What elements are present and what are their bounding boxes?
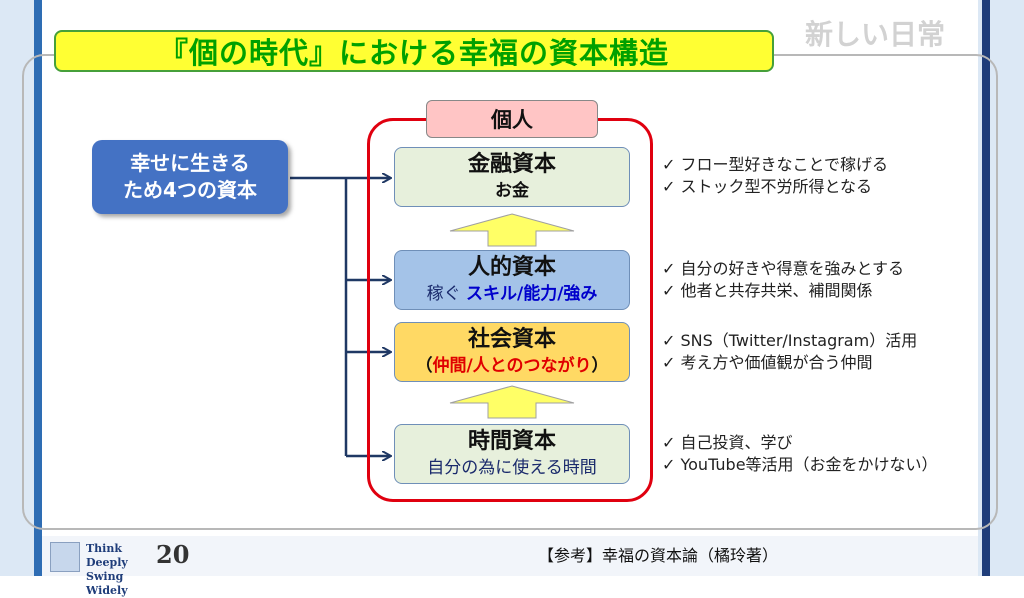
note-time-1: ✓ 自己投資、学び xyxy=(662,433,793,452)
footer-brand-line1: Think Deeply xyxy=(86,542,128,569)
human-capital-box: 人的資本 稼ぐ スキル/能力/強み xyxy=(394,250,630,310)
up-arrow-time-to-social xyxy=(449,385,575,419)
four-capitals-line2: ため4つの資本 xyxy=(123,178,257,202)
footer-band xyxy=(42,536,978,576)
social-paren-close: ） xyxy=(591,356,609,376)
time-capital-sub: 自分の為に使える時間 xyxy=(427,458,597,478)
financial-capital-sub: お金 xyxy=(495,181,529,201)
note-financial-1: ✓ フロー型好きなことで稼げる xyxy=(662,155,889,174)
note-social-1: ✓ SNS（Twitter/Instagram）活用 xyxy=(662,331,918,350)
human-capital-sub-emph: スキル/能力/強み xyxy=(465,284,598,304)
brand-logo-icon xyxy=(50,542,80,572)
human-capital-title: 人的資本 xyxy=(467,255,556,280)
right-decor-stripe xyxy=(982,0,990,576)
time-capital-box: 時間資本 自分の為に使える時間 xyxy=(394,424,630,484)
up-arrow-human-to-financial xyxy=(449,213,575,247)
slide-title: 『個の時代』における幸福の資本構造 xyxy=(158,36,669,70)
connector-diagram xyxy=(290,0,575,576)
note-financial-2: ✓ ストック型不労所得となる xyxy=(662,177,873,196)
four-capitals-box: 幸せに生きる ため4つの資本 xyxy=(92,140,288,214)
notes-financial: ✓ フロー型好きなことで稼げる ✓ ストック型不労所得となる xyxy=(662,154,888,198)
human-capital-sub-plain: 稼ぐ xyxy=(426,284,466,304)
social-capital-box: 社会資本 （仲間/人とのつながり） xyxy=(394,322,630,382)
title-banner: 『個の時代』における幸福の資本構造 xyxy=(54,30,774,72)
financial-capital-title: 金融資本 xyxy=(467,152,556,177)
individual-label: 個人 xyxy=(426,100,598,138)
note-human-2: ✓ 他者と共存共栄、補間関係 xyxy=(662,281,873,300)
page-number: 20 xyxy=(156,540,190,569)
left-decor-stripe xyxy=(34,0,42,576)
notes-time: ✓ 自己投資、学び ✓ YouTube等活用（お金をかけない） xyxy=(662,432,938,476)
footer-brand-line2: Swing Widely xyxy=(86,570,128,597)
note-social-2: ✓ 考え方や価値観が合う仲間 xyxy=(662,353,873,372)
footer-reference: 【参考】幸福の資本論（橘玲著） xyxy=(538,546,779,565)
note-time-2: ✓ YouTube等活用（お金をかけない） xyxy=(662,455,938,474)
social-paren-open: （ xyxy=(415,356,433,376)
social-capital-sub: （仲間/人とのつながり） xyxy=(415,354,608,378)
note-human-1: ✓ 自分の好きや得意を強みとする xyxy=(662,259,905,278)
social-capital-title: 社会資本 xyxy=(467,327,556,352)
time-capital-title: 時間資本 xyxy=(467,429,556,454)
footer-brand: Think Deeply Swing Widely xyxy=(86,542,166,598)
four-capitals-line1: 幸せに生きる xyxy=(130,151,250,175)
left-decor-band xyxy=(0,0,34,576)
human-capital-sub: 稼ぐ スキル/能力/強み xyxy=(427,282,598,306)
social-capital-sub-emph: 仲間/人とのつながり xyxy=(432,356,592,376)
notes-human: ✓ 自分の好きや得意を強みとする ✓ 他者と共存共栄、補間関係 xyxy=(662,258,904,302)
corner-tag: 新しい日常 xyxy=(804,18,945,51)
notes-social: ✓ SNS（Twitter/Instagram）活用 ✓ 考え方や価値観が合う仲… xyxy=(662,330,917,374)
financial-capital-box: 金融資本 お金 xyxy=(394,147,630,207)
